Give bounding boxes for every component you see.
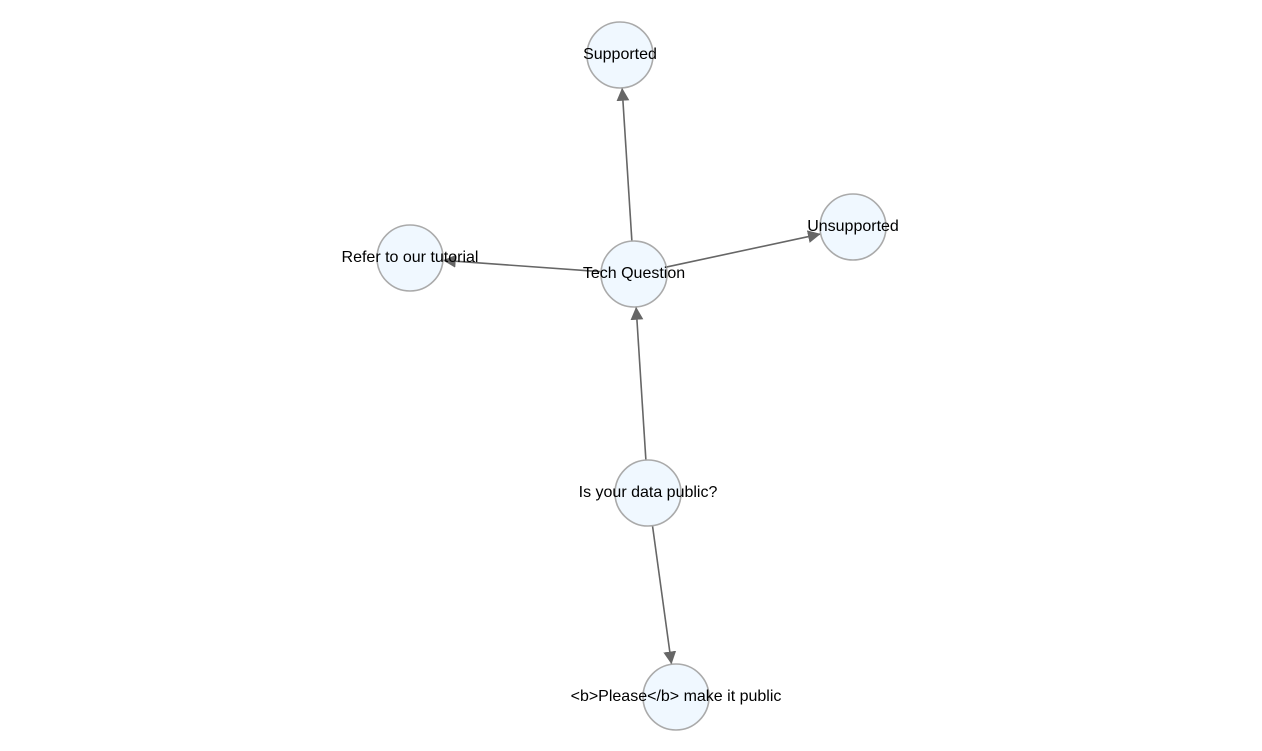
node-circle[interactable] [376, 224, 444, 292]
node-label: Is your data public? [579, 484, 718, 501]
node-circle[interactable] [586, 21, 654, 89]
node-tech[interactable]: Tech Question [583, 240, 685, 308]
node-label: <b>Please</b> make it public [571, 688, 782, 705]
node-circle[interactable] [614, 459, 682, 527]
edge-tech-to-supported [616, 87, 633, 242]
node-circle[interactable] [642, 663, 710, 731]
node-circle[interactable] [819, 193, 887, 261]
node-label: Tech Question [583, 265, 685, 282]
node-supported[interactable]: Supported [583, 21, 657, 89]
node-unsupported[interactable]: Unsupported [807, 193, 899, 261]
edge-public-to-please [651, 525, 677, 665]
edge-tech-to-unsupported [666, 230, 821, 268]
node-label: Supported [583, 46, 657, 63]
node-label: Refer to our tutorial [342, 249, 479, 266]
node-public[interactable]: Is your data public? [579, 459, 718, 527]
node-circle[interactable] [600, 240, 668, 308]
node-please[interactable]: <b>Please</b> make it public [571, 663, 782, 731]
node-tutorial[interactable]: Refer to our tutorial [342, 224, 479, 292]
edge-tech-to-tutorial [442, 254, 602, 273]
node-label: Unsupported [807, 218, 899, 235]
edge-public-to-tech [630, 306, 647, 461]
